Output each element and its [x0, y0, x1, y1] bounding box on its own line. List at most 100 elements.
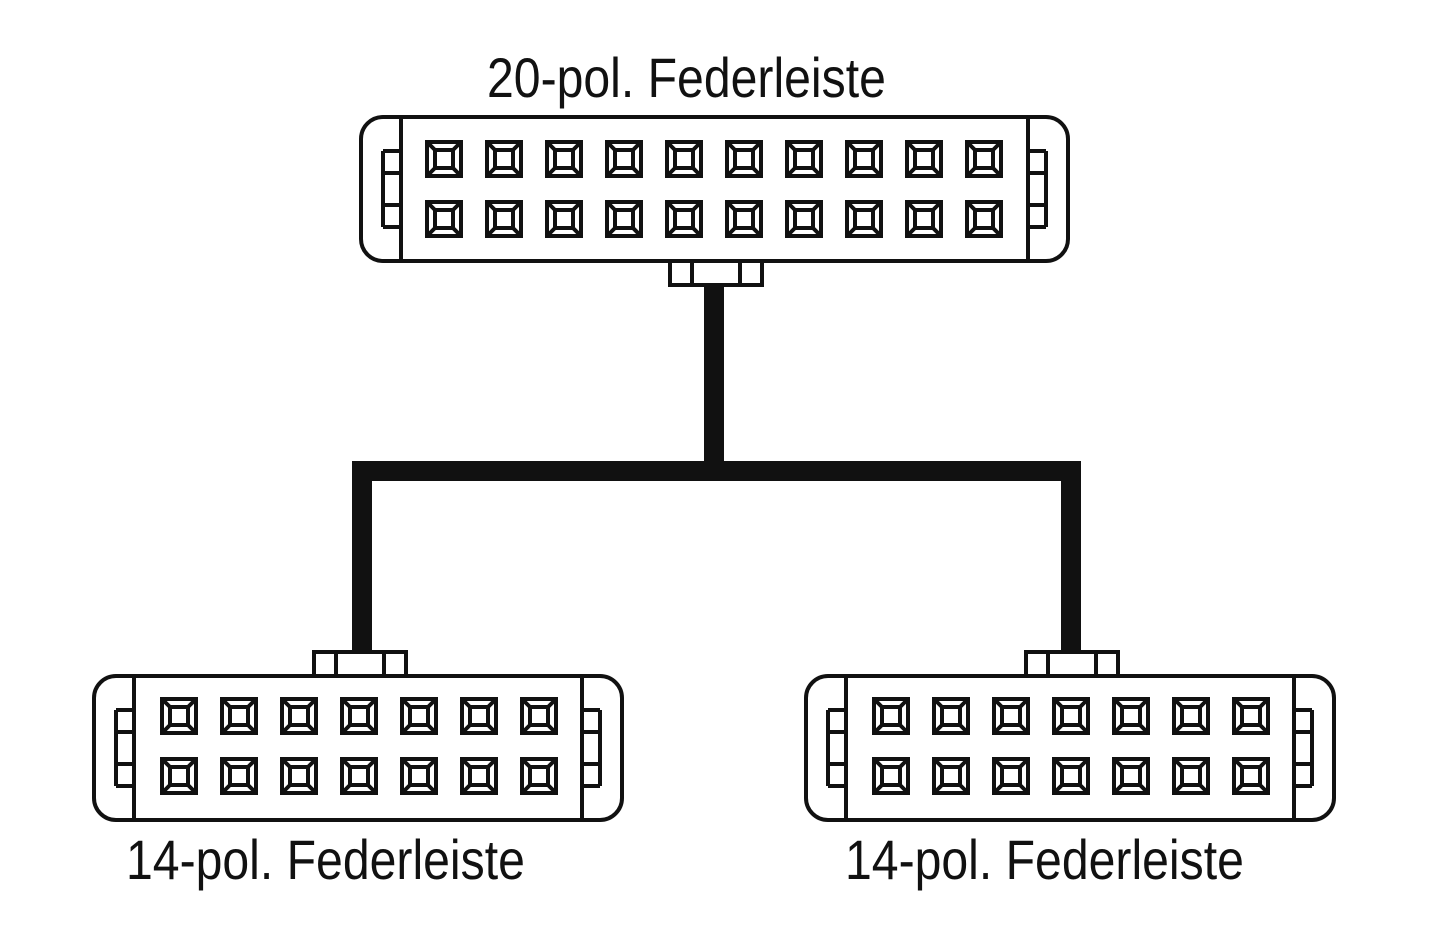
pin-cavity: [725, 200, 763, 238]
cavity-outer: [280, 757, 318, 795]
connector-housing: [359, 115, 1070, 263]
pin-cavity: [545, 200, 583, 238]
cavity-inner: [1060, 705, 1082, 727]
connector-housing: [92, 674, 624, 822]
cavity-inner: [168, 705, 190, 727]
cavity-outer: [220, 697, 258, 735]
cavity-outer: [1172, 697, 1210, 735]
cavity-inner: [1000, 765, 1022, 787]
cavity-outer: [545, 140, 583, 178]
connector-housing: [804, 674, 1336, 822]
cavity-outer: [400, 757, 438, 795]
cavity-outer: [1112, 697, 1150, 735]
cavity-inner: [528, 765, 550, 787]
pin-cavity: [845, 140, 883, 178]
pin-cavity: [665, 140, 703, 178]
cavity-inner: [408, 705, 430, 727]
side-latch-left: [826, 708, 846, 788]
cavity-outer: [1112, 757, 1150, 795]
pin-cavity: [280, 697, 318, 735]
cavity-inner: [613, 208, 635, 230]
cavity-inner: [553, 208, 575, 230]
cavity-outer: [665, 140, 703, 178]
cavity-inner: [493, 148, 515, 170]
pin-cavity: [1112, 757, 1150, 795]
pin-cavity: [665, 200, 703, 238]
cable-harness: [352, 285, 1081, 653]
top-connector-label: 20-pol. Federleiste: [487, 46, 886, 109]
cavity-outer: [785, 200, 823, 238]
cavity-inner: [468, 765, 490, 787]
cavity-inner: [613, 148, 635, 170]
pin-cavity: [545, 140, 583, 178]
pin-cavity: [872, 757, 910, 795]
entry-tab: [668, 259, 694, 287]
pin-cavity: [520, 757, 558, 795]
cavity-outer: [965, 200, 1003, 238]
cavity-outer: [460, 757, 498, 795]
connector-20-pol: [359, 115, 1070, 287]
cavity-outer: [1052, 757, 1090, 795]
cavity-inner: [433, 148, 455, 170]
pin-cavity: [965, 140, 1003, 178]
cavity-inner: [228, 705, 250, 727]
branch-cable-right: [1061, 461, 1081, 653]
cavity-outer: [665, 200, 703, 238]
cavity-outer: [1172, 757, 1210, 795]
pin-cavity: [425, 200, 463, 238]
cavity-outer: [785, 140, 823, 178]
pin-cavity: [485, 200, 523, 238]
cavity-inner: [880, 765, 902, 787]
pin-cavity: [520, 697, 558, 735]
pin-cavity: [785, 200, 823, 238]
cavity-outer: [992, 757, 1030, 795]
cable-entry-tabs: [312, 650, 408, 678]
cavity-outer: [160, 757, 198, 795]
pin-cavity: [605, 200, 643, 238]
cavity-outer: [845, 140, 883, 178]
cavity-inner: [733, 148, 755, 170]
cavity-inner: [433, 208, 455, 230]
cavity-inner: [673, 208, 695, 230]
pin-cavity: [340, 757, 378, 795]
pin-cavity: [1232, 697, 1270, 735]
trunk-cable: [704, 285, 724, 480]
pin-cavity: [1172, 757, 1210, 795]
pin-cavity: [460, 697, 498, 735]
cavity-outer: [485, 140, 523, 178]
cavity-outer: [545, 200, 583, 238]
cavity-inner: [348, 765, 370, 787]
cavity-outer: [485, 200, 523, 238]
pin-cavity: [872, 697, 910, 735]
cavity-outer: [932, 697, 970, 735]
cavity-inner: [940, 705, 962, 727]
cavity-inner: [553, 148, 575, 170]
entry-tab: [738, 259, 764, 287]
connector-14-pol-left: [92, 650, 624, 822]
side-latch-right: [582, 708, 602, 788]
cavity-outer: [725, 200, 763, 238]
pin-cavity: [605, 140, 643, 178]
pin-cavity: [1052, 697, 1090, 735]
entry-tab: [1024, 650, 1050, 678]
cavity-outer: [460, 697, 498, 735]
pin-cavity: [400, 697, 438, 735]
cavity-outer: [905, 200, 943, 238]
cavity-outer: [992, 697, 1030, 735]
pin-cavity: [905, 200, 943, 238]
cavity-outer: [340, 697, 378, 735]
pin-cavity: [1232, 757, 1270, 795]
pin-cavity: [932, 757, 970, 795]
cavity-inner: [940, 765, 962, 787]
connector-14-pol-right: [804, 650, 1336, 822]
cavity-inner: [1180, 705, 1202, 727]
cavity-inner: [913, 148, 935, 170]
cavity-inner: [288, 765, 310, 787]
cavity-inner: [1120, 705, 1142, 727]
cavity-outer: [280, 697, 318, 735]
entry-tab: [382, 650, 408, 678]
cavity-outer: [160, 697, 198, 735]
entry-tab: [312, 650, 338, 678]
pin-cavity: [425, 140, 463, 178]
cavity-inner: [793, 208, 815, 230]
